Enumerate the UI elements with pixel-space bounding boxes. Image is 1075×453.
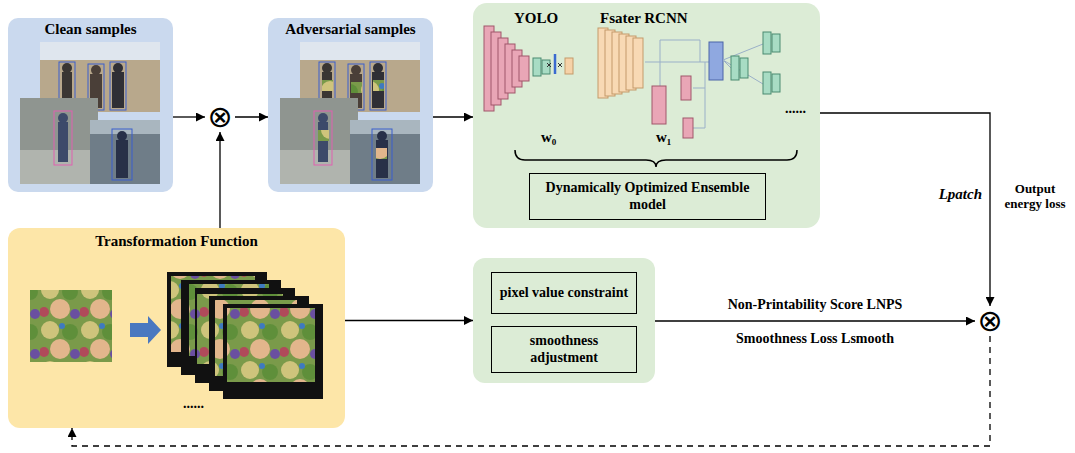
panel-fills — [8, 3, 820, 428]
ellipsis: ...... — [183, 396, 227, 412]
faster-rcnn-network — [709, 42, 723, 80]
multiply-operator: ⊗ — [205, 102, 235, 132]
yolo-network — [519, 56, 529, 81]
street-photo-collage — [110, 62, 126, 110]
network-label: YOLO — [514, 10, 574, 27]
faster-rcnn-network — [740, 58, 748, 78]
street-photo-collage — [20, 98, 98, 184]
faster-rcnn-network — [633, 38, 643, 88]
street-photo-collage — [54, 111, 72, 165]
adversarial-patch — [30, 290, 112, 362]
adversarial-photo-collage — [322, 80, 333, 91]
sample-panel: Clean samples — [8, 18, 173, 192]
faster-rcnn-network — [772, 74, 780, 92]
output-label: Output energy loss — [998, 182, 1072, 212]
panel-title: Transformation Function — [8, 233, 345, 250]
loss-symbol: Lpatch — [939, 186, 982, 203]
faster-rcnn-network — [683, 118, 693, 138]
faster-rcnn-network — [763, 72, 771, 94]
operator-symbol: ⊗ — [207, 102, 232, 132]
transform-arrow — [130, 316, 161, 344]
faster-rcnn-network — [763, 32, 771, 54]
street-photo-collage — [20, 42, 160, 184]
network-label: Fsater RCNN — [600, 10, 730, 27]
yolo-network — [533, 58, 541, 76]
box-label: Dynamically Optimized Ensemble model — [536, 180, 759, 212]
panel-title: Adversarial samples — [268, 21, 433, 38]
loss-label: Smoothness Loss Lsmooth — [736, 331, 894, 347]
street-photo-collage — [91, 65, 101, 75]
panel-fill — [473, 3, 820, 228]
panel-fill — [8, 228, 345, 428]
street-photo-collage — [62, 63, 72, 73]
transformed-patch-stack — [223, 304, 323, 399]
operator-symbol: ⊗ — [977, 306, 1002, 336]
faster-rcnn-network — [731, 56, 739, 80]
panel-fill — [268, 18, 433, 192]
process-box: Dynamically Optimized Ensemble model — [529, 173, 766, 220]
weight-label: w₁ — [656, 129, 686, 146]
street-photo-collage — [40, 42, 160, 60]
process-box: pixel value constraint — [491, 272, 637, 314]
transform-panel: Transformation Function...... — [8, 228, 345, 428]
flow-arrow — [820, 113, 990, 306]
flow-arrow — [655, 320, 975, 321]
adversarial-photo-collage — [376, 148, 387, 159]
constraint-panel: pixel value constraint smoothness adjustm… — [473, 258, 655, 383]
faster-rcnn-network — [652, 86, 666, 124]
process-box: smoothness adjustment — [491, 326, 637, 373]
street-photo-collage — [90, 120, 160, 184]
street-photo-collage — [116, 140, 128, 178]
street-photo-collage — [58, 113, 68, 123]
adversarial-photo-collage — [280, 42, 420, 184]
yolo-network — [554, 54, 557, 74]
street-photo-collage — [112, 129, 132, 180]
panel-fill — [8, 18, 173, 192]
faster-rcnn-network — [645, 40, 709, 128]
street-photo-collage — [58, 122, 68, 162]
weight-label: w₀ — [541, 129, 571, 146]
faster-rcnn-network — [723, 44, 763, 84]
street-photo-collage — [113, 63, 123, 73]
panel-title: Clean samples — [8, 21, 173, 38]
ellipsis: ...... — [785, 101, 817, 117]
street-photo-collage — [117, 131, 127, 141]
yolo-network — [547, 63, 562, 67]
faster-rcnn-network — [598, 28, 780, 138]
street-photo-collage — [90, 120, 160, 134]
adversarial-patch — [30, 290, 112, 362]
yolo-network — [484, 26, 573, 111]
street-photo-collage — [112, 72, 124, 108]
adversarial-photo-collage — [280, 42, 420, 184]
loss-label: Non-Printability Score LNPS — [728, 297, 903, 313]
yolo-network — [565, 58, 573, 74]
multiply-operator: ⊗ — [975, 306, 1005, 336]
adversarial-photo-collage — [373, 80, 384, 91]
ensemble-panel: YOLO Fsater RCNN w₀ w₁...... Dynamically Opt… — [473, 3, 820, 228]
adversarial-photo-collage — [351, 82, 362, 93]
flow-arrow — [433, 116, 473, 117]
yolo-network — [542, 60, 550, 74]
flow-arrow — [219, 132, 220, 228]
transformed-patch-stack — [227, 308, 315, 382]
adversarial-photo-collage — [318, 130, 329, 141]
box-label: smoothness adjustment — [498, 333, 630, 365]
faster-rcnn-network — [772, 34, 780, 52]
ensemble-bracket — [515, 150, 797, 167]
faster-rcnn-network — [681, 76, 691, 100]
flow-arrow — [173, 116, 205, 117]
panel-fill — [473, 258, 655, 383]
sample-panel: Adversarial samples — [268, 18, 433, 192]
flow-arrow — [235, 116, 268, 117]
transformed-patch-stack — [167, 272, 323, 399]
box-label: pixel value constraint — [500, 285, 628, 301]
flow-arrow — [345, 320, 473, 321]
